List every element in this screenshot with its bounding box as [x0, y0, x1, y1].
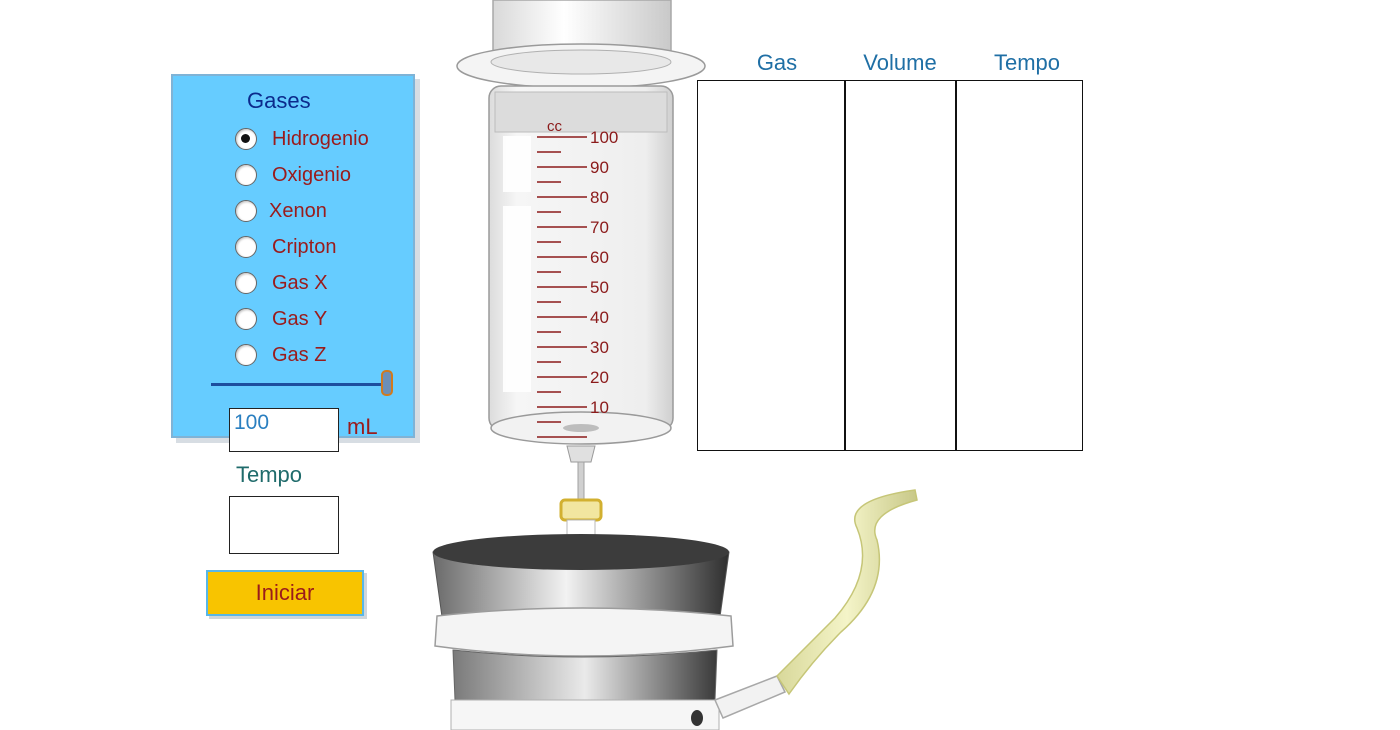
- side-outlet: [713, 675, 787, 719]
- gas-option-label: Xenon: [269, 199, 327, 222]
- gas-option-oxigenio[interactable]: Oxigenio: [235, 160, 351, 190]
- gas-option-hidrogenio[interactable]: Hidrogenio: [235, 124, 369, 154]
- syringe-scale: 100 90 80 70 60 50 40 30 20 10: [537, 128, 618, 438]
- radio-button-checked[interactable]: [235, 128, 257, 150]
- scale-label: 30: [590, 338, 609, 357]
- gas-option-cripton[interactable]: Cripton: [235, 232, 336, 262]
- start-button[interactable]: Iniciar: [206, 570, 364, 616]
- gas-option-gas-z[interactable]: Gas Z: [235, 340, 326, 370]
- rubber-stopper: [559, 498, 603, 522]
- scale-label: 20: [590, 368, 609, 387]
- needle: [577, 461, 585, 503]
- gas-option-gas-x[interactable]: Gas X: [235, 268, 328, 298]
- radio-button[interactable]: [235, 236, 257, 258]
- table-column-divider: [844, 81, 846, 450]
- gas-option-xenon[interactable]: Xenon: [235, 196, 327, 226]
- effusion-cell-ring: [434, 607, 734, 657]
- gas-panel-title: Gases: [247, 88, 311, 113]
- gas-option-label: Hidrogenio: [272, 127, 369, 150]
- scale-label: 40: [590, 308, 609, 327]
- scale-label: 90: [590, 158, 609, 177]
- needle-connector: [566, 445, 596, 463]
- radio-button[interactable]: [235, 272, 257, 294]
- radio-button[interactable]: [235, 308, 257, 330]
- gas-option-gas-y[interactable]: Gas Y: [235, 304, 327, 334]
- scale-label: 10: [590, 398, 609, 417]
- scale-label: 70: [590, 218, 609, 237]
- volume-unit-label: mL: [347, 414, 378, 439]
- volume-slider-thumb[interactable]: [381, 370, 393, 396]
- volume-input[interactable]: 100: [229, 408, 339, 452]
- volume-slider-track[interactable]: [211, 383, 387, 386]
- gas-option-label: Gas Y: [272, 307, 328, 330]
- table-column-divider: [955, 81, 957, 450]
- gas-inlet-tube: [776, 489, 918, 696]
- gas-selection-panel: Gases Hidrogenio Oxigenio Xenon Cripton …: [171, 74, 415, 452]
- scale-label: 80: [590, 188, 609, 207]
- results-table: [697, 80, 1083, 451]
- gas-option-label: Gas X: [272, 271, 328, 294]
- table-header-volume: Volume: [863, 50, 937, 75]
- table-header-gas: Gas: [756, 50, 798, 75]
- gas-option-label: Oxigenio: [272, 163, 351, 186]
- radio-button[interactable]: [235, 164, 257, 186]
- scale-label: 60: [590, 248, 609, 267]
- gas-option-label: Gas Z: [272, 343, 327, 366]
- gas-option-label: Cripton: [272, 235, 337, 258]
- timer-label: Tempo: [236, 462, 303, 487]
- effusion-cell-body: [452, 649, 718, 709]
- radio-button[interactable]: [235, 200, 257, 222]
- scale-label: 100: [590, 128, 618, 147]
- syringe-unit-label: cc: [547, 118, 563, 135]
- scale-label: 50: [590, 278, 609, 297]
- syringe-apparatus: 100 90 80 70 60 50 40 30 20 10 cc: [432, 0, 918, 730]
- plunger-seal: [494, 91, 668, 133]
- radio-button[interactable]: [235, 344, 257, 366]
- table-header-tempo: Tempo: [993, 50, 1061, 75]
- timer-display: [229, 496, 339, 554]
